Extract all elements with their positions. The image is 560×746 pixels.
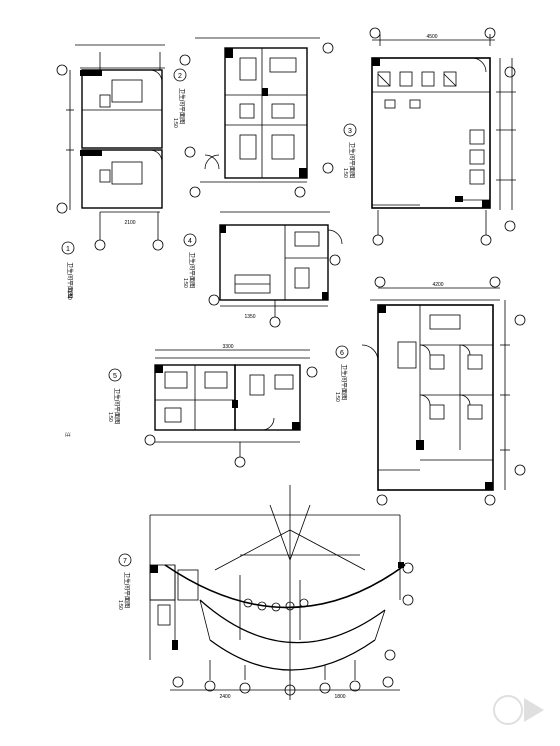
plan-7-title-text: 卫生间平面图 (123, 572, 131, 608)
plan-3-title: 3 卫生间平面图 1:50 (342, 123, 357, 178)
plan-2-floor-plan (179, 37, 334, 198)
plan-7-floor-plan (149, 485, 414, 700)
plan-6-floor-plan (361, 276, 526, 506)
plan-4-number: 4 (188, 238, 192, 245)
plan-4-scale: 1:50 (182, 278, 188, 288)
dimension-plan-7-a: 2400 (219, 694, 230, 700)
plan-5-scale: 1:50 (107, 412, 113, 422)
plan-5-number: 5 (113, 373, 117, 380)
plan-1-title: 1 卫生间平面图 1:50 (61, 241, 75, 300)
plan-5-title: 5 卫生间平面图 1:50 (107, 368, 122, 424)
plan-7-number: 7 (123, 558, 127, 565)
plan-3-number: 3 (348, 128, 352, 135)
plan-2-scale: 1:50 (172, 118, 178, 128)
dimension-plan-5: 3300 (222, 344, 233, 350)
plan-1-floor-plan (56, 44, 165, 251)
dimension-plan-1: 2100 (124, 220, 135, 226)
note-label: 注 (64, 432, 71, 437)
dimension-plan-6: 4200 (432, 282, 443, 288)
dimension-plan-4: 1350 (244, 314, 255, 320)
plan-1-title-text: 卫生间平面图 (66, 262, 74, 298)
plan-4-floor-plan (208, 211, 343, 328)
plan-6-title-text: 卫生间平面图 (340, 364, 348, 400)
plan-1-number: 1 (66, 246, 70, 253)
plan-7-title: 7 卫生间平面图 1:50 (117, 553, 132, 610)
plan-4-title: 4 卫生间平面图 1:50 (182, 233, 197, 288)
plan-3-floor-plan (369, 27, 516, 246)
plan-5-floor-plan (144, 349, 318, 468)
plan-1-scale: 1:50 (66, 290, 72, 300)
plan-4-title-text: 卫生间平面图 (188, 252, 196, 288)
dimension-top-right: 4500 (426, 34, 437, 40)
plan-6-title: 6 卫生间平面图 1:50 (334, 345, 349, 402)
plan-2-title: 2 卫生间平面图 1:50 (172, 68, 187, 128)
plan-2-title-text: 卫生间平面图 (178, 88, 186, 124)
plan-7-scale: 1:50 (117, 600, 123, 610)
plan-6-number: 6 (340, 350, 344, 357)
plan-5-title-text: 卫生间平面图 (113, 388, 121, 424)
plan-2-number: 2 (178, 73, 182, 80)
plan-3-title-text: 卫生间平面图 (348, 142, 356, 178)
dimension-plan-7-b: 1800 (334, 694, 345, 700)
plan-3-scale: 1:50 (342, 168, 348, 178)
watermark-icon (488, 690, 548, 730)
plan-6-scale: 1:50 (334, 392, 340, 402)
